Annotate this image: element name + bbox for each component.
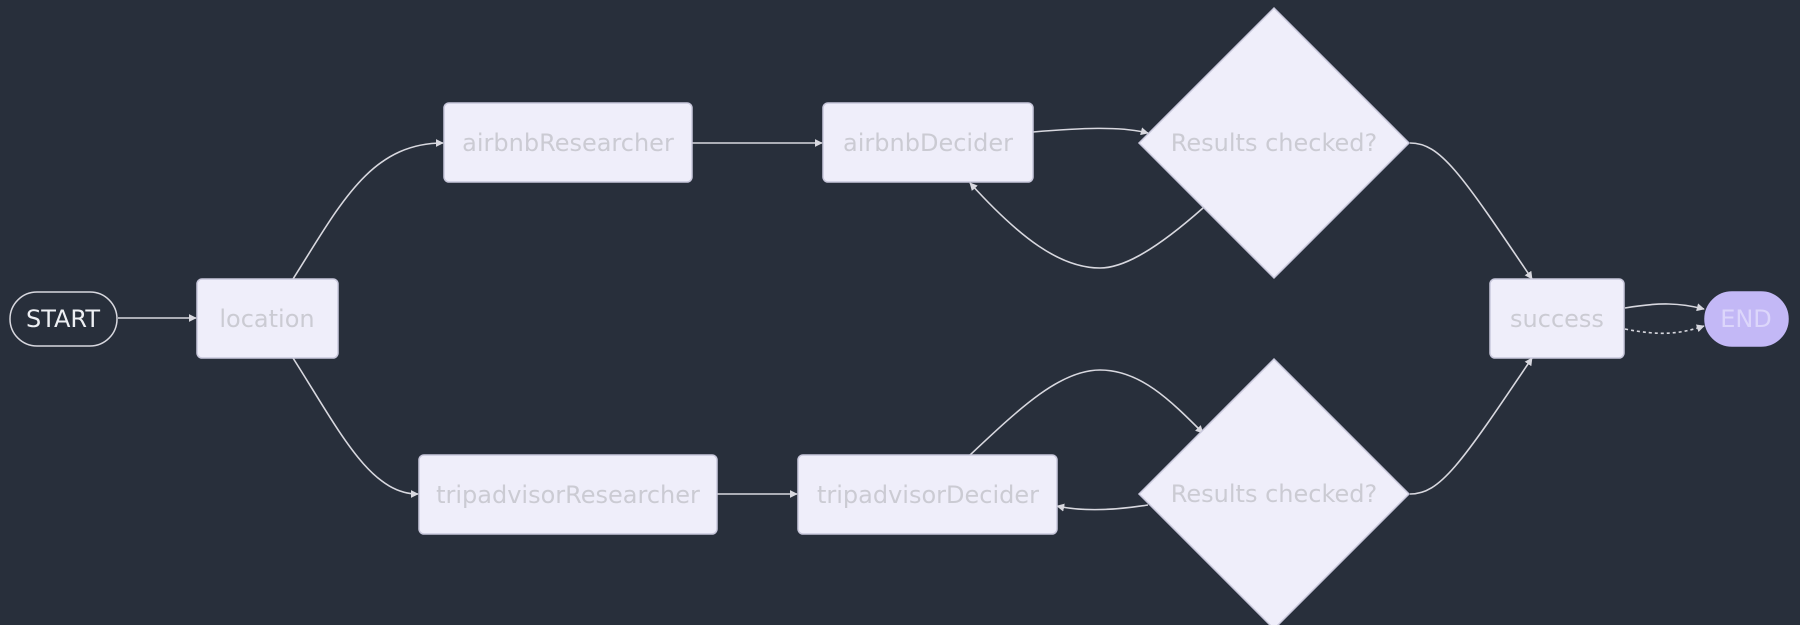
edge-location-airbnb-researcher xyxy=(292,139,444,280)
edge-airbnb-check-decider xyxy=(969,182,1204,269)
edge-tripadvisor-check-decider xyxy=(1056,503,1149,512)
node-airbnb-decider: airbnbDecider xyxy=(822,102,1034,183)
node-tripadvisor-decider-label: tripadvisorDecider xyxy=(817,481,1039,509)
node-tripadvisor-researcher: tripadvisorResearcher xyxy=(418,454,718,535)
node-location-label: location xyxy=(219,305,314,333)
node-tripadvisor-check-label: Results checked? xyxy=(1171,480,1377,508)
edge-tripadvisor-check-success xyxy=(1409,357,1533,495)
node-end: END xyxy=(1704,291,1789,347)
node-success-label: success xyxy=(1510,305,1604,333)
edge-success-end xyxy=(1624,303,1705,312)
edge-success-end-dotted xyxy=(1624,324,1705,335)
node-end-label: END xyxy=(1720,305,1772,333)
node-airbnb-researcher-label: airbnbResearcher xyxy=(462,129,674,157)
edge-airbnb-check-success xyxy=(1409,142,1533,280)
node-tripadvisor-researcher-label: tripadvisorResearcher xyxy=(436,481,700,509)
edge-tripadvisor-decider-check xyxy=(969,369,1204,456)
node-location: location xyxy=(196,278,339,359)
node-airbnb-check: Results checked? xyxy=(1137,6,1411,280)
edge-airbnb-decider-check xyxy=(1032,127,1149,136)
node-start: START xyxy=(9,291,118,347)
node-airbnb-researcher: airbnbResearcher xyxy=(443,102,693,183)
node-airbnb-check-label: Results checked? xyxy=(1171,129,1377,157)
node-tripadvisor-check: Results checked? xyxy=(1137,357,1411,625)
node-start-label: START xyxy=(26,305,100,333)
edges xyxy=(118,127,1705,512)
node-airbnb-decider-label: airbnbDecider xyxy=(843,129,1013,157)
node-tripadvisor-decider: tripadvisorDecider xyxy=(797,454,1058,535)
node-success: success xyxy=(1489,278,1625,359)
edge-location-tripadvisor-researcher xyxy=(292,357,419,498)
